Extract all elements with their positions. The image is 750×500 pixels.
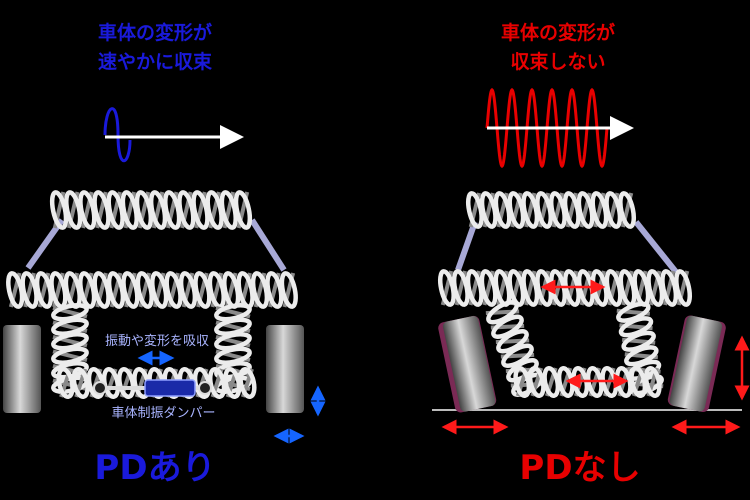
right-top-spring	[465, 191, 637, 229]
absorb-label: 振動や変形を吸収	[104, 334, 209, 349]
right-caption-line2: 収束しない	[510, 51, 606, 73]
right-side-spring-b	[616, 301, 664, 396]
left-title: PDあり	[94, 448, 216, 488]
left-caption-line2: 速やかに収束	[97, 51, 212, 73]
damped-wave-icon	[103, 107, 132, 163]
right-panel	[432, 87, 750, 435]
left-mid-spring	[6, 271, 298, 309]
left-tire-left	[3, 325, 41, 413]
right-title: PDなし	[519, 448, 641, 488]
right-strut-b	[633, 220, 679, 274]
left-springs	[6, 190, 298, 400]
right-caption-line1: 車体の変形が	[500, 22, 615, 44]
left-strut-b	[249, 218, 287, 272]
damper-icon	[93, 379, 212, 397]
left-top-spring	[49, 190, 253, 230]
right-springs	[437, 191, 693, 399]
right-strut-a	[455, 220, 478, 272]
right-tire-right	[667, 315, 726, 413]
left-tire-right	[266, 325, 304, 413]
right-tire-left	[438, 315, 497, 413]
damper-label: 車体制振ダンパー	[111, 406, 216, 421]
left-panel	[3, 107, 326, 444]
left-caption-line1: 車体の変形が	[97, 22, 212, 44]
